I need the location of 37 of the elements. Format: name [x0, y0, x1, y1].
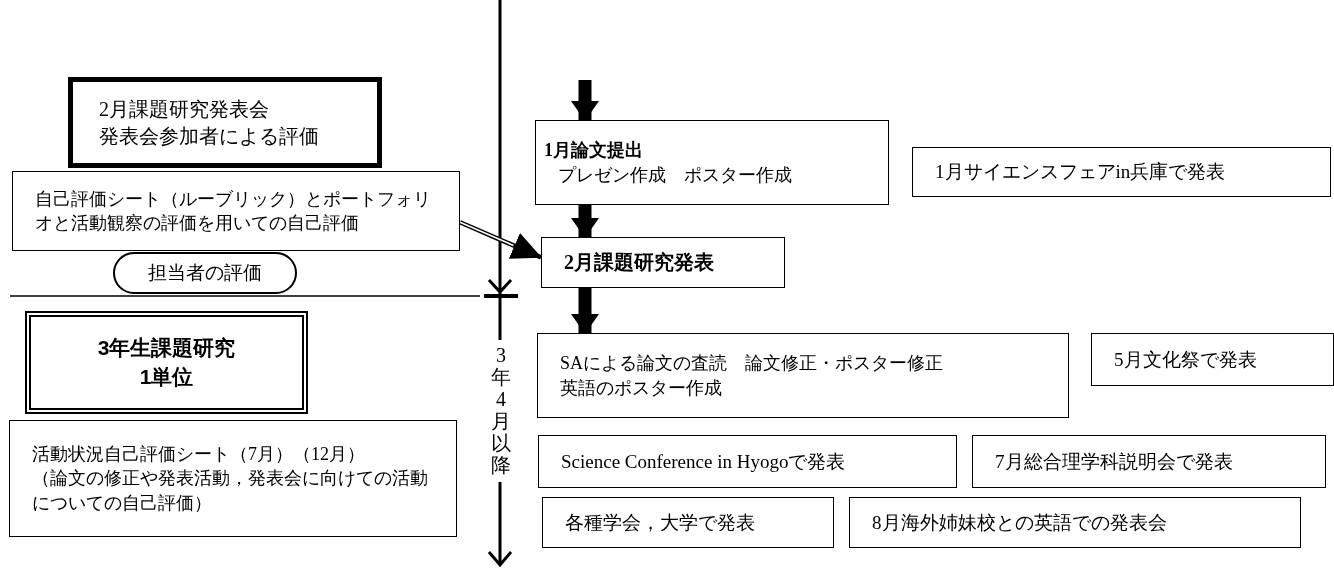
node-text: 1月論文提出 — [544, 139, 644, 163]
node-text: 3年生課題研究 — [96, 335, 237, 362]
node-text: Science Conference in Hyogoで発表 — [561, 449, 847, 474]
process-box — [9, 420, 457, 537]
node-text: 自己評価シート（ルーブリック）とポートフォリオと活動観察の評価を用いての自己評価 — [35, 187, 432, 235]
event-box — [68, 77, 382, 168]
node-text: 活動状況自己評価シート（7月）（12月） — [32, 443, 366, 467]
node-text: 1月サイエンスフェアin兵庫で発表 — [935, 160, 1227, 185]
node-text: 8月海外姉妹校との英語での発表会 — [872, 510, 1168, 535]
process-box — [849, 497, 1301, 548]
node-text: 1単位 — [138, 363, 195, 390]
node-text: 発表会参加者による評価 — [99, 123, 320, 149]
node-text: 2月課題研究発表 — [564, 250, 715, 275]
double-line-arrow — [459, 220, 542, 260]
process-box — [541, 237, 785, 288]
node-text: 2月課題研究発表会 — [99, 96, 270, 122]
node-text: 7月総合理学科説明会で発表 — [995, 449, 1234, 474]
node-text: 担当者の評価 — [147, 261, 263, 286]
node-text: 5月文化祭で発表 — [1114, 347, 1258, 372]
process-box — [538, 435, 957, 488]
arrow — [571, 205, 599, 238]
process-box — [912, 147, 1331, 197]
node-text: （論文の修正や発表活動，発表会に向けての活動についての自己評価） — [32, 467, 429, 515]
title-box — [25, 311, 308, 414]
process-box — [972, 435, 1326, 488]
node-text: プレゼン作成 ポスター作成 — [558, 163, 793, 187]
process-box — [537, 333, 1069, 418]
node-text: 各種学会，大学で発表 — [565, 510, 756, 535]
rounded-box — [113, 252, 297, 294]
process-box — [535, 120, 889, 205]
arrow — [571, 80, 599, 121]
node-text: SAによる論文の査読 論文修正・ポスター修正 — [560, 352, 944, 376]
arrow — [571, 288, 599, 334]
process-box — [1091, 333, 1334, 386]
process-box — [542, 497, 834, 548]
node-text: 英語のポスター作成 — [560, 376, 723, 400]
process-box — [12, 171, 460, 251]
